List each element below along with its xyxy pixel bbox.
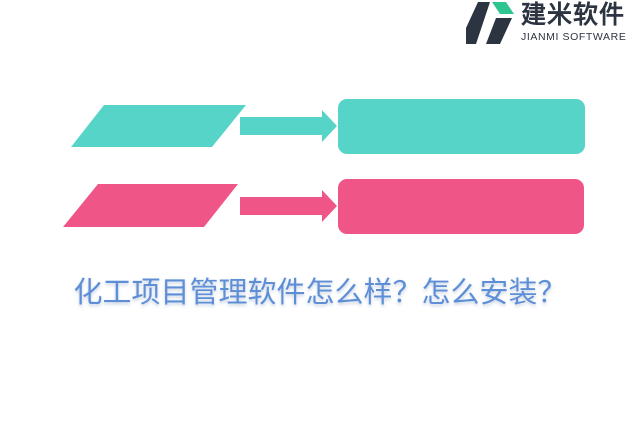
flow-diagram (63, 99, 585, 234)
pink-rounded-box (338, 179, 584, 234)
pink-parallelogram (63, 184, 238, 227)
pink-arrow (240, 190, 337, 222)
page-headline: 化工项目管理软件怎么样？怎么安装？ (73, 275, 567, 309)
brand-logo: 建米软件 JIANMI SOFTWARE (466, 0, 640, 48)
teal-rounded-box (338, 99, 585, 154)
teal-arrow (240, 110, 337, 142)
brand-name-cn: 建米软件 (521, 0, 626, 29)
teal-parallelogram (71, 105, 246, 147)
jianmi-logo-icon (466, 2, 514, 44)
brand-name-en: JIANMI SOFTWARE (521, 31, 627, 43)
